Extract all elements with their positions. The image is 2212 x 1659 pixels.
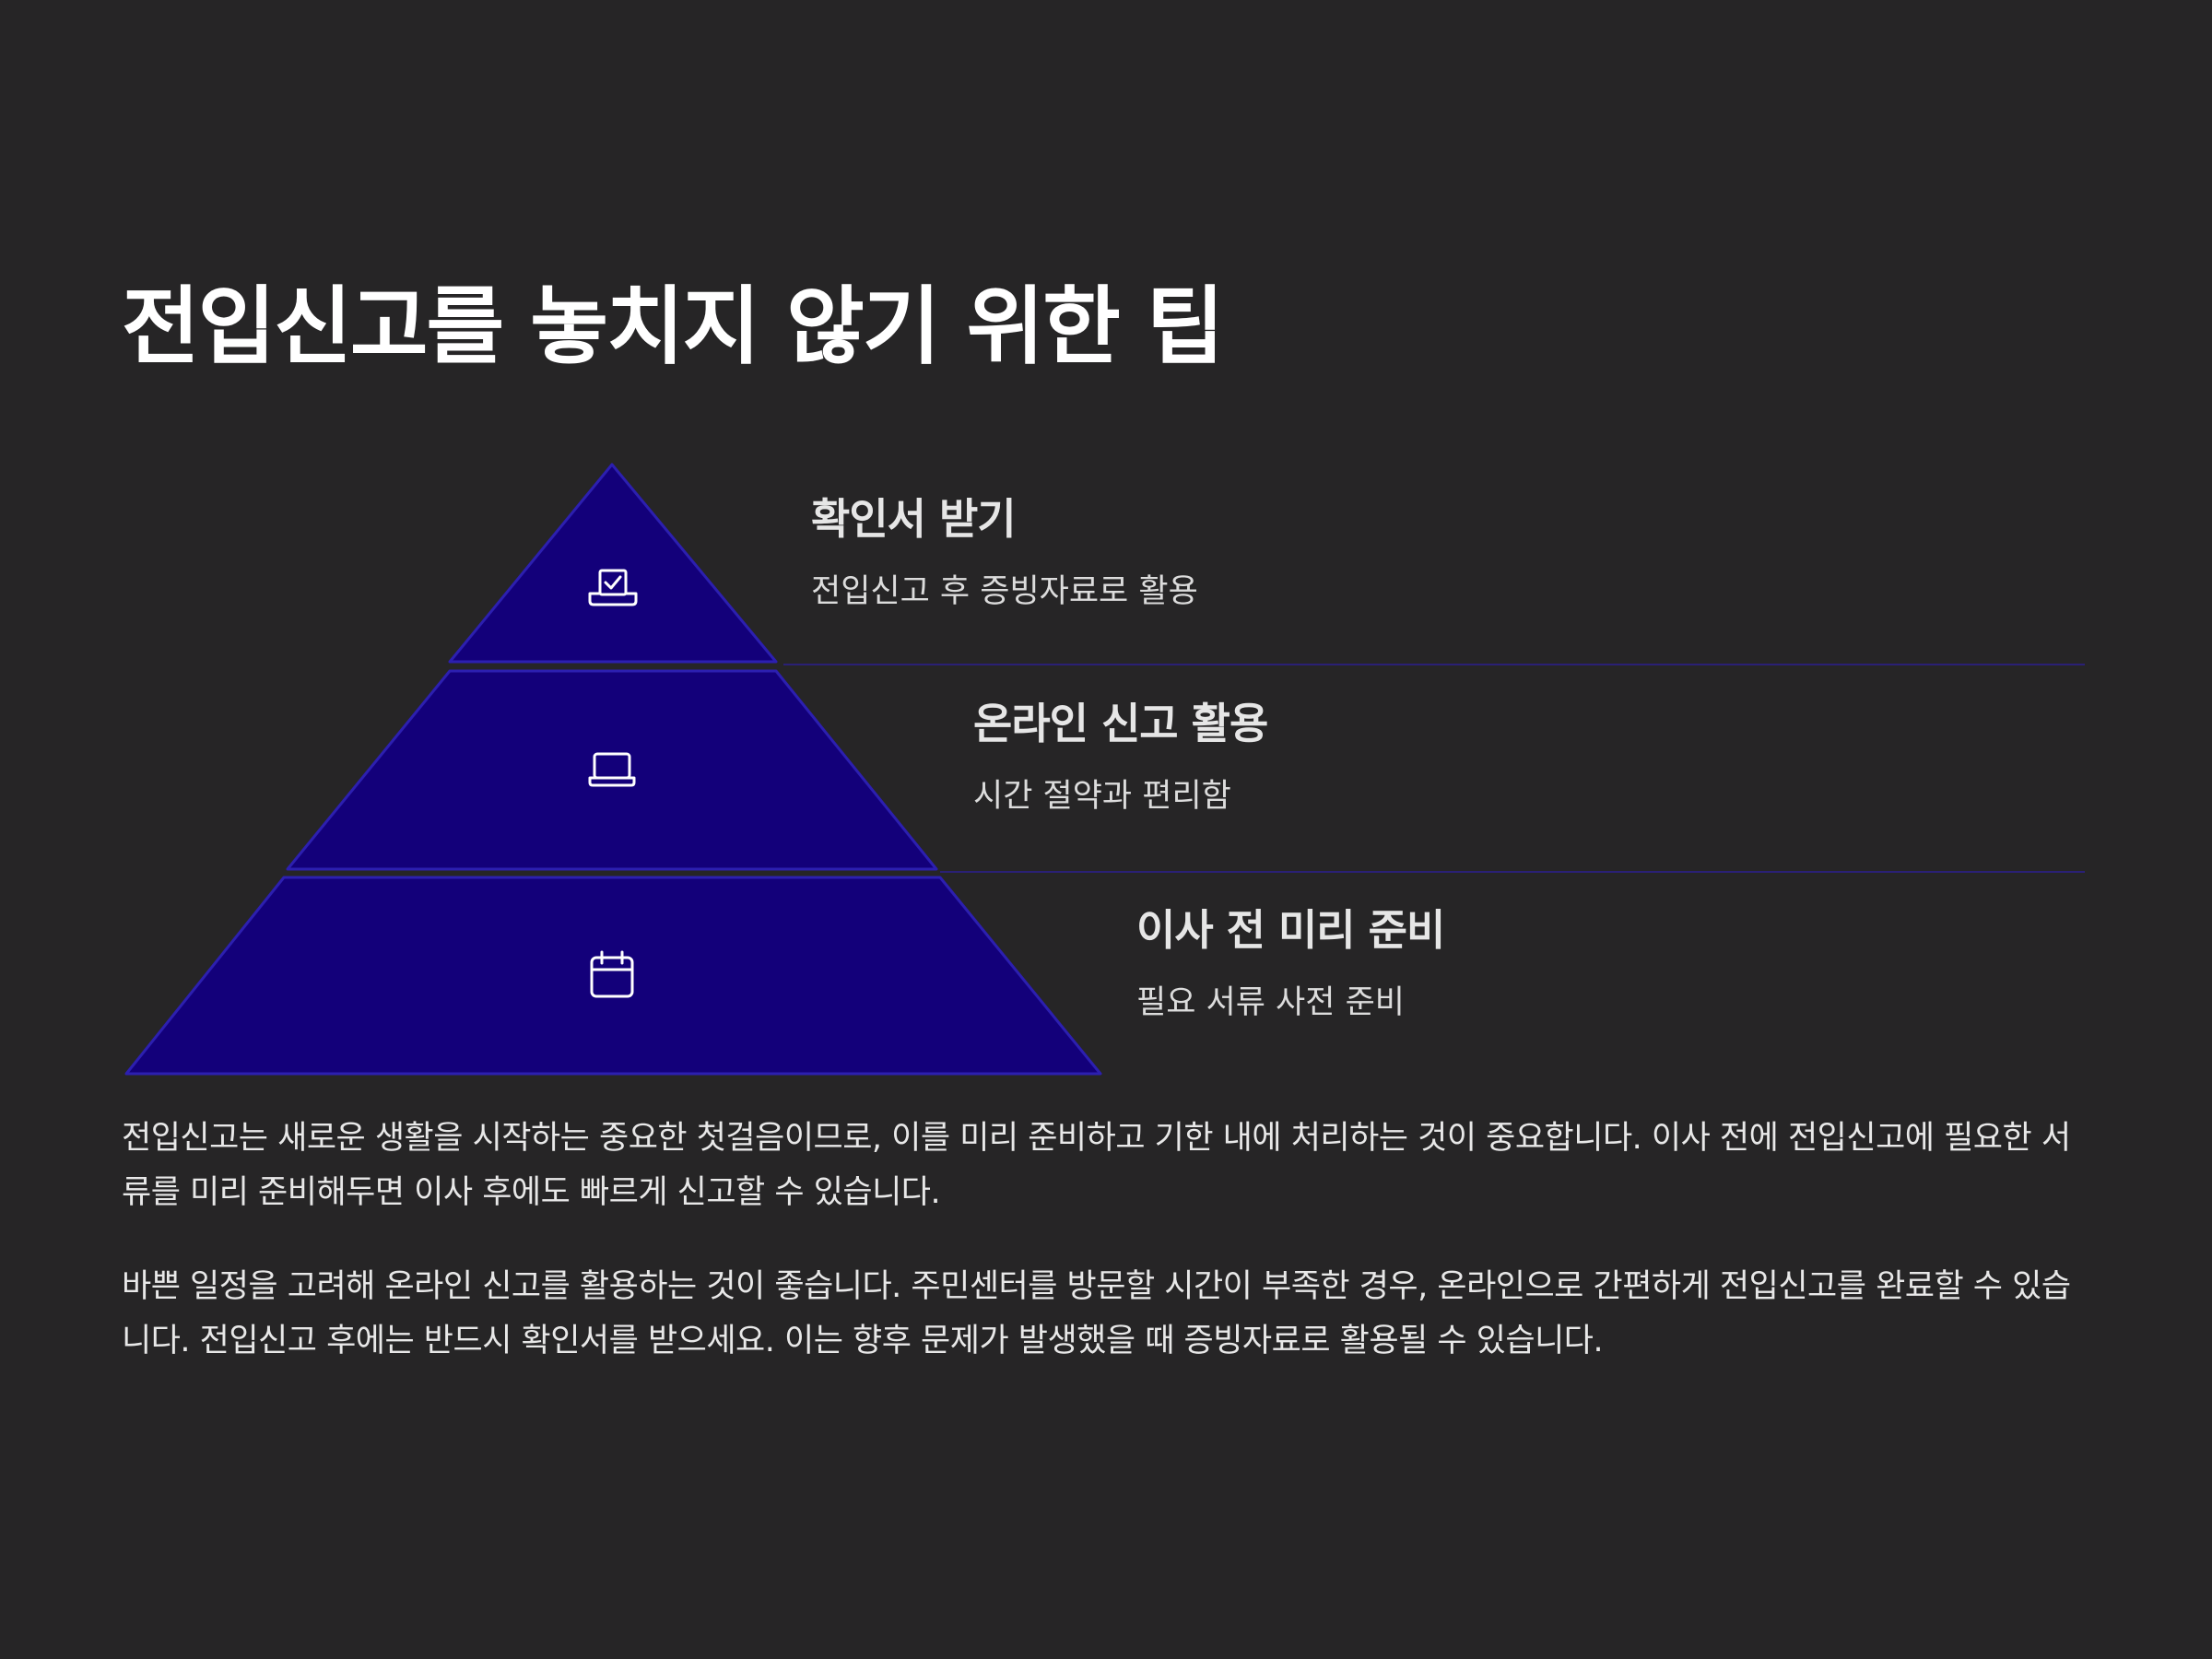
pyramid-level-1: 확인서 받기 전입신고 후 증빙자료로 활용	[811, 494, 1198, 611]
body-paragraph-2: 바쁜 일정을 고려해 온라인 신고를 활용하는 것이 좋습니다. 주민센터를 방…	[122, 1268, 2071, 1359]
level-description: 필요 서류 사전 준비	[1136, 984, 1405, 1022]
page-title: 전입신고를 놓치지 않기 위한 팁	[122, 277, 1224, 376]
pyramid-level-3: 이사 전 미리 준비 필요 서류 사전 준비	[1136, 905, 1445, 1022]
calendar-icon	[590, 950, 634, 998]
level-description: 전입신고 후 증빙자료로 활용	[811, 573, 1198, 611]
level-heading: 온라인 신고 활용	[973, 699, 1268, 748]
pyramid-level-2: 온라인 신고 활용 시간 절약과 편리함	[973, 699, 1268, 816]
pyramid-tier-middle	[286, 669, 938, 871]
laptop-icon	[588, 752, 636, 787]
level-heading: 이사 전 미리 준비	[1136, 905, 1445, 955]
level-description: 시간 절약과 편리함	[973, 778, 1231, 816]
body-paragraph-1: 전입신고는 새로운 생활을 시작하는 중요한 첫걸음이므로, 이를 미리 준비하…	[122, 1120, 2071, 1211]
level-heading: 확인서 받기	[811, 494, 1017, 544]
document-check-icon	[588, 569, 638, 606]
pyramid-tier-bottom	[124, 876, 1102, 1076]
pyramid-tier-top	[448, 463, 778, 664]
